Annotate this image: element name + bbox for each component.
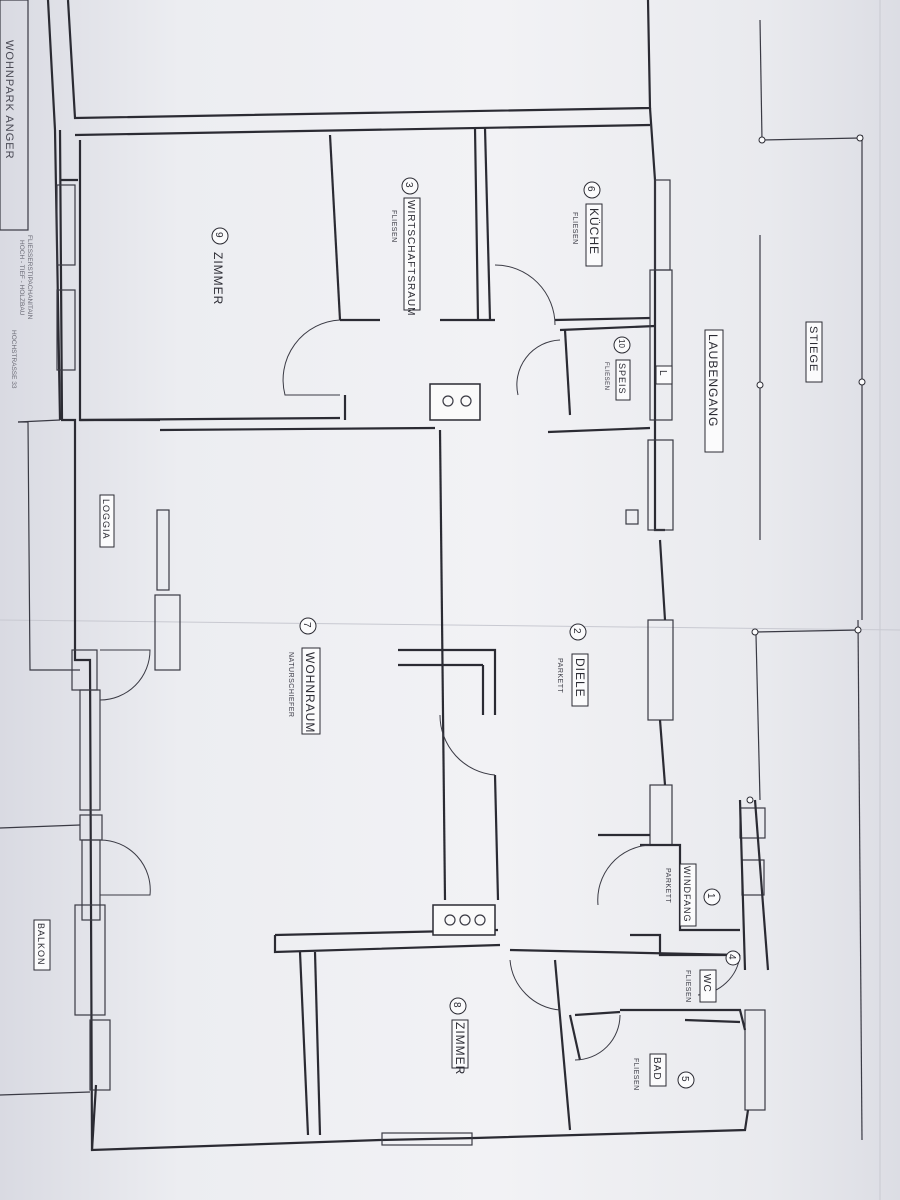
planner-line-1: FLIESSERSTIPACHANITAIN [26,235,33,320]
l-mark: L [657,370,668,377]
stiege-label: STIEGE [807,326,819,372]
title-block: WOHNPARK ANGER FLIESSERSTIPACHANITAIN HO… [0,0,33,389]
room-10-floor: FLIESEN [603,362,609,391]
room-1-name: WINDFANG [682,866,692,923]
room-6-name: KÜCHE [587,208,601,255]
room-8-name: ZIMMER [453,1022,467,1075]
stair-lines [746,19,866,1141]
room-1-number: 1 [705,893,716,899]
room-7-floor: NATURSCHIEFER [287,652,294,717]
sheet-title: WOHNPARK ANGER [3,40,15,160]
room-5-name: BAD [651,1057,662,1081]
room-9-name: ZIMMER [211,252,225,305]
room-8-number: 8 [451,1002,462,1008]
room-2-name: DIELE [573,658,587,698]
room-7-name: WOHNRAUM [303,652,317,733]
room-1-floor: PARKETT [664,868,671,903]
planner-line-3: HOCHSTRASSE 33 [10,330,17,389]
room-4-number: 4 [726,954,737,960]
room-9-number: 9 [213,232,224,238]
room-3-name: WIRTSCHAFTSRAUM [405,200,416,316]
room-4-name: WC [701,974,712,993]
interior-walls [79,107,770,1146]
room-10-number: 10 [617,339,626,348]
room-6-number: 6 [585,186,596,192]
room-7-number: 7 [301,622,312,628]
room-labels: 9 ZIMMER 3 WIRTSCHAFTSRAUM FLIESEN 6 KÜC… [33,177,823,1091]
room-3-floor: FLIESEN [390,210,397,243]
outdoor-areas [0,419,91,1096]
loggia-label: LOGGIA [101,499,111,540]
room-3-number: 3 [403,182,414,188]
room-2-number: 2 [571,628,582,634]
room-5-number: 5 [679,1076,690,1082]
room-2-floor: PARKETT [556,658,563,693]
exterior-walls [46,0,652,1152]
planner-line-2: HOCH - TIEF - HOLZBAU [18,240,25,316]
room-4-floor: FLIESEN [684,970,691,1003]
room-5-floor: FLIESEN [632,1058,639,1091]
room-6-floor: FLIESEN [571,212,578,245]
door-swings [99,264,741,1061]
room-10-name: SPEIS [617,363,627,395]
laubengang-label: LAUBENGANG [706,334,720,427]
balkon-label: BALKON [36,923,46,966]
